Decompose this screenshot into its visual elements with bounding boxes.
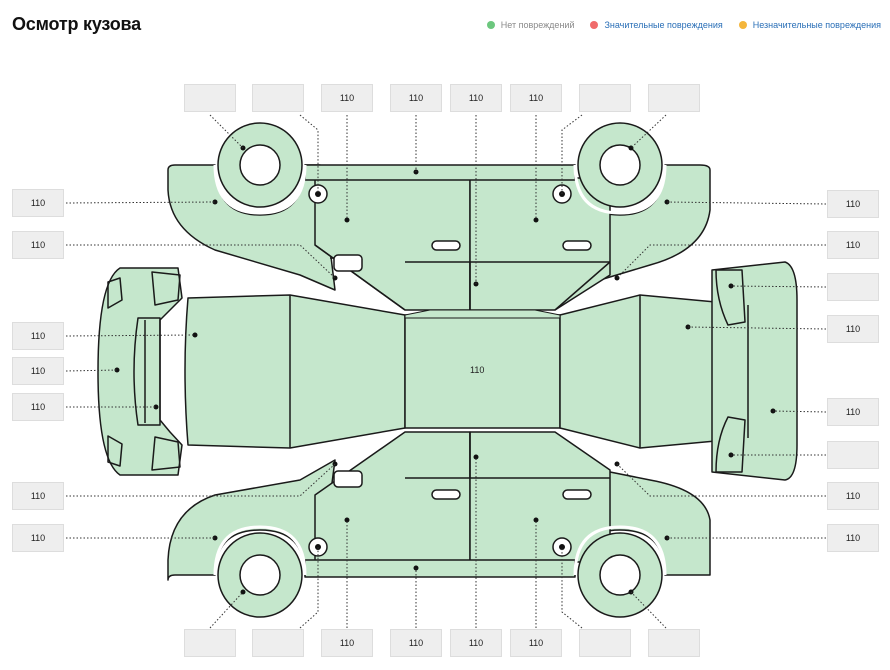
damage-box[interactable]: 110 <box>390 84 442 112</box>
top-view <box>184 294 749 449</box>
damage-box[interactable]: 110 <box>827 524 879 552</box>
legend-no-damage: Нет повреждений <box>486 20 575 30</box>
damage-box[interactable]: 110 <box>321 84 373 112</box>
damage-box[interactable]: 110 <box>12 322 64 350</box>
orange-dot-icon <box>738 21 747 29</box>
front-bumper-panel[interactable] <box>97 267 183 476</box>
legend-major-damage[interactable]: Значительные повреждения <box>590 20 723 30</box>
damage-box[interactable] <box>579 84 631 112</box>
door-handle-icon <box>431 240 461 251</box>
damage-box[interactable] <box>827 441 879 469</box>
front-view <box>97 267 183 476</box>
damage-box[interactable] <box>184 84 236 112</box>
damage-box[interactable] <box>648 84 700 112</box>
legend-minor-damage[interactable]: Незначительные повреждения <box>738 20 881 30</box>
damage-box[interactable]: 110 <box>827 482 879 510</box>
door-handle-icon <box>431 489 461 500</box>
door-handle-icon <box>562 489 592 500</box>
side-mirror-icon <box>333 254 363 272</box>
damage-box[interactable] <box>579 629 631 657</box>
rear-view <box>711 261 798 481</box>
side-mirror-icon <box>333 470 363 488</box>
bottom-front-fender-panel[interactable] <box>167 459 336 581</box>
bottom-side-view <box>167 431 711 618</box>
damage-box[interactable] <box>184 629 236 657</box>
damage-box[interactable] <box>252 84 304 112</box>
green-dot-icon <box>486 21 495 29</box>
damage-box[interactable]: 110 <box>12 357 64 385</box>
damage-box[interactable] <box>648 629 700 657</box>
leader-lines <box>65 114 827 629</box>
legend-label[interactable]: Незначительные повреждения <box>752 20 881 30</box>
top-front-fender-panel[interactable] <box>167 164 336 291</box>
damage-box[interactable]: 110 <box>827 190 879 218</box>
damage-box[interactable]: 110 <box>321 629 373 657</box>
top-side-view <box>167 122 711 311</box>
rear-light-bottom[interactable] <box>715 416 746 473</box>
damage-box[interactable]: 110 <box>827 398 879 426</box>
legend: Нет повреждений Значительные повреждения… <box>486 20 881 30</box>
damage-box[interactable]: 110 <box>510 84 562 112</box>
damage-box[interactable]: 110 <box>12 524 64 552</box>
damage-box[interactable]: 110 <box>510 629 562 657</box>
damage-box[interactable]: 110 <box>390 629 442 657</box>
damage-box[interactable]: 110 <box>12 231 64 259</box>
damage-box[interactable]: 110 <box>450 629 502 657</box>
legend-label[interactable]: Значительные повреждения <box>604 20 723 30</box>
legend-label: Нет повреждений <box>500 20 575 30</box>
top-roof-rail-panel[interactable] <box>304 164 576 181</box>
damage-box[interactable]: 110 <box>12 482 64 510</box>
windshield-panel[interactable] <box>404 309 561 319</box>
damage-box[interactable]: 110 <box>12 393 64 421</box>
damage-box[interactable]: 110 <box>12 189 64 217</box>
roof-value: 110 <box>470 365 485 375</box>
damage-box[interactable] <box>827 273 879 301</box>
hood-panel[interactable] <box>184 294 406 449</box>
door-handle-icon <box>562 240 592 251</box>
red-dot-icon <box>590 21 599 29</box>
page-title: Осмотр кузова <box>12 14 141 34</box>
damage-box[interactable]: 110 <box>827 231 879 259</box>
damage-box[interactable] <box>252 629 304 657</box>
rear-light-top[interactable] <box>715 269 746 326</box>
damage-box[interactable]: 110 <box>827 315 879 343</box>
bottom-sill-panel[interactable] <box>304 559 576 578</box>
damage-box[interactable]: 110 <box>450 84 502 112</box>
